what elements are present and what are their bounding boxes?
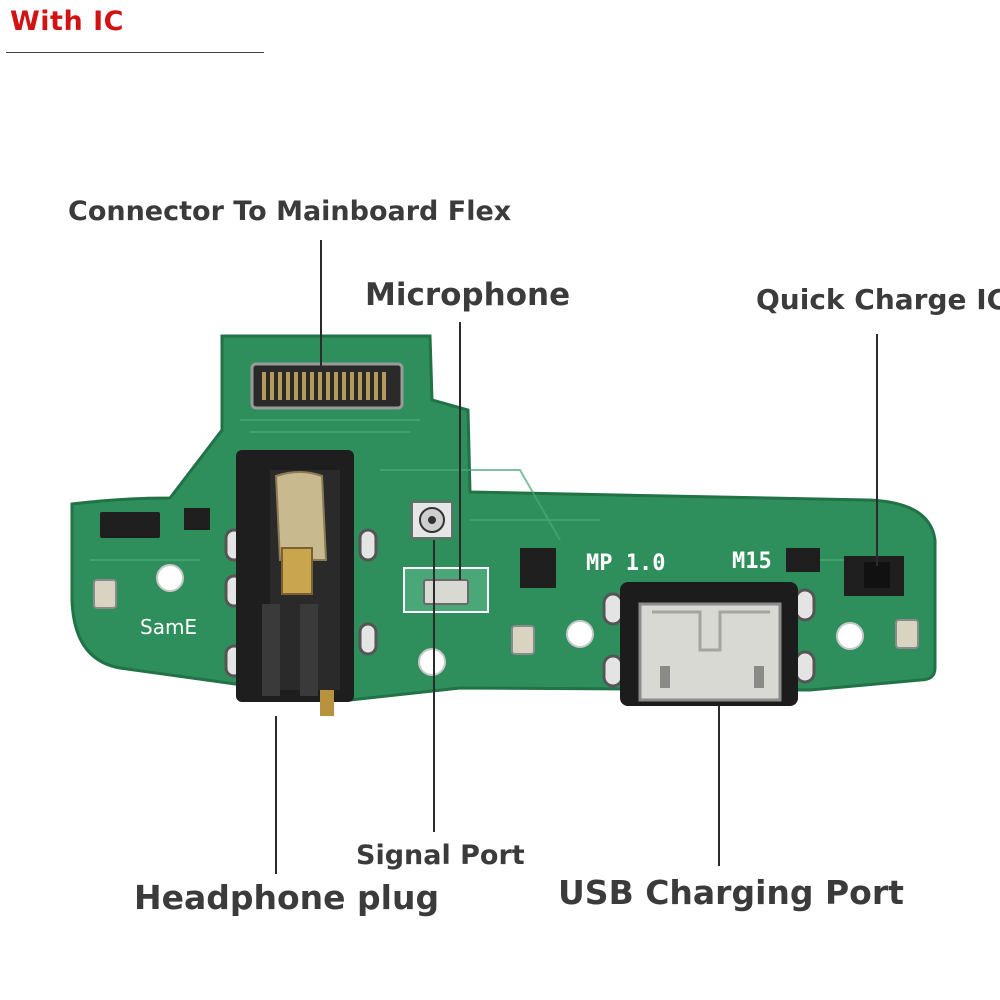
silkscreen-model: MP 1.0 bbox=[586, 551, 665, 576]
callout-connector-label: Connector To Mainboard Flex bbox=[68, 196, 512, 227]
usb-port bbox=[620, 582, 798, 706]
silkscreen-brand: SamE bbox=[140, 615, 197, 639]
callout-quick-charge-ic-label: Quick Charge IC bbox=[756, 283, 1000, 316]
silkscreen-code: M15 bbox=[732, 549, 772, 574]
leader-connector bbox=[320, 240, 322, 368]
signal-port bbox=[411, 501, 453, 539]
leader-usb-charging-port bbox=[718, 706, 720, 866]
quick-charge-ic-chip bbox=[864, 562, 890, 588]
leader-signal-port bbox=[433, 540, 435, 832]
callout-usb-charging-port-label: USB Charging Port bbox=[558, 873, 904, 912]
leader-headphone-plug bbox=[275, 716, 277, 874]
leader-quick-charge-ic bbox=[876, 334, 878, 566]
microphone-component bbox=[403, 567, 489, 613]
headphone-jack bbox=[236, 450, 354, 716]
with-ic-badge: With IC bbox=[10, 6, 124, 37]
callout-signal-port-label: Signal Port bbox=[356, 840, 525, 871]
badge-underline bbox=[6, 52, 264, 53]
callout-headphone-plug-label: Headphone plug bbox=[134, 878, 440, 917]
callout-microphone-label: Microphone bbox=[365, 277, 571, 313]
leader-microphone bbox=[459, 322, 461, 580]
